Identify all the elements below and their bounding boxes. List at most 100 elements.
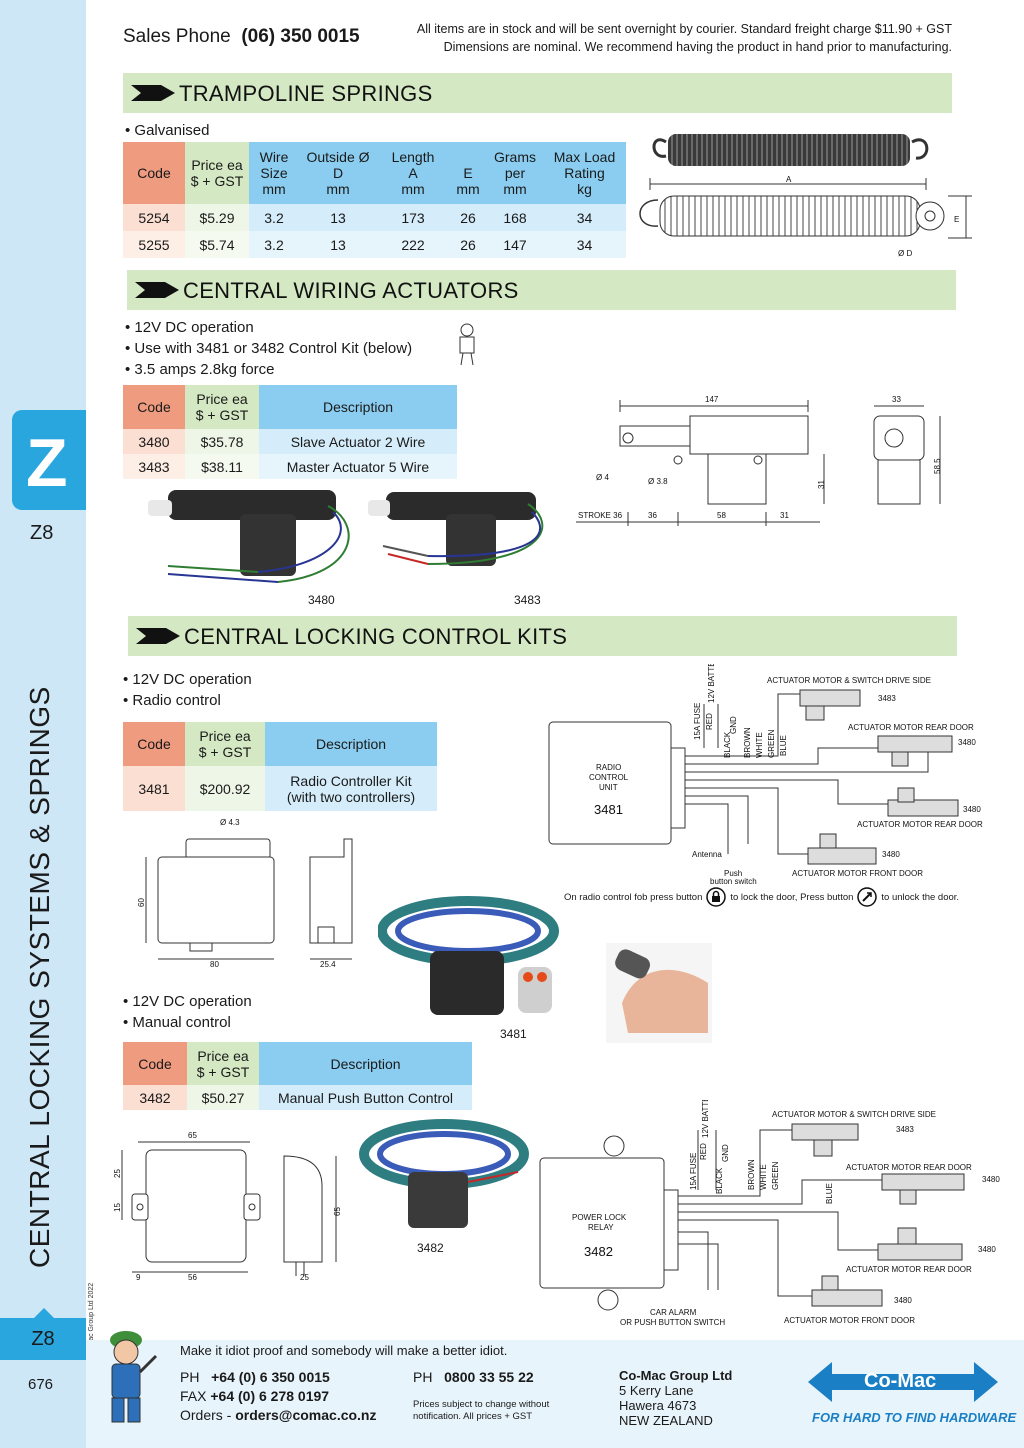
- motor-front-label: ACTUATOR MOTOR FRONT DOOR: [792, 869, 923, 878]
- unlock-icon: [857, 887, 878, 907]
- dim-56: 56: [188, 1273, 197, 1282]
- col-description: Description: [259, 385, 457, 429]
- alarm-label-1: CAR ALARM: [650, 1308, 697, 1317]
- actuators-title: CENTRAL WIRING ACTUATORS: [183, 278, 519, 303]
- cell-code: 5255: [123, 231, 185, 258]
- black-label: BLACK: [723, 731, 732, 758]
- address-line: NEW ZEALAND: [619, 1413, 713, 1428]
- cell-price: $5.74: [185, 231, 249, 258]
- cell-price: $50.27: [187, 1085, 259, 1110]
- col-code: Code: [123, 722, 185, 766]
- cell-length: 173: [377, 204, 449, 231]
- section-letter: Z: [26, 425, 68, 501]
- col-code: Code: [123, 142, 185, 204]
- dim-31: 31: [780, 511, 789, 520]
- photo-label-3483: 3483: [514, 593, 541, 607]
- dim-d4: Ø 4: [596, 473, 609, 482]
- orders-label: Orders -: [180, 1407, 232, 1423]
- motor-drive-code: 3483: [896, 1125, 914, 1134]
- cell-max: 34: [543, 204, 626, 231]
- dim-d: Ø D: [898, 249, 912, 258]
- prices-note-line: notification. All prices + GST: [413, 1411, 533, 1422]
- radio-unit-label-1: RADIO: [596, 763, 621, 772]
- push-label-1: Push: [724, 869, 742, 878]
- side-bar: [0, 0, 86, 1448]
- dim-25: 25: [113, 1169, 122, 1178]
- green-label: GREEN: [771, 1161, 780, 1190]
- dim-hole: Ø 4.3: [220, 818, 240, 827]
- notice-line: Dimensions are nominal. We recommend hav…: [443, 40, 952, 54]
- motor-rear2-label: ACTUATOR MOTOR REAR DOOR: [857, 820, 983, 829]
- cell-code: 5254: [123, 204, 185, 231]
- dim-h31: 31: [817, 480, 826, 489]
- dim-15: 15: [113, 1203, 122, 1212]
- ph2-number[interactable]: 0800 33 55 22: [444, 1369, 534, 1385]
- logo-tagline: FOR HARD TO FIND HARDWARE: [812, 1410, 1017, 1425]
- table-row: 3480 $35.78 Slave Actuator 2 Wire: [123, 429, 457, 454]
- antenna-label: Antenna: [692, 850, 722, 859]
- brown-label: BROWN: [747, 1159, 756, 1190]
- battery-label: 12V BATTERY: [701, 1100, 710, 1138]
- cell-price: $38.11: [185, 454, 259, 479]
- bullet-item: • 12V DC operation: [125, 319, 254, 336]
- cell-description: Radio Controller Kit(with two controller…: [265, 766, 437, 811]
- footer-freephone: PH 0800 33 55 22: [413, 1368, 534, 1387]
- section-code-bottom: Z8: [0, 1308, 86, 1360]
- instruction-text: to unlock the door.: [881, 891, 960, 903]
- bullet-item: • Manual control: [123, 1014, 231, 1031]
- orders-email-link[interactable]: orders@comac.co.nz: [235, 1407, 377, 1423]
- push-label-2: button switch: [710, 877, 757, 886]
- cell-price: $35.78: [185, 429, 259, 454]
- radio-unit-code: 3481: [594, 802, 623, 817]
- col-price: Price ea$ + GST: [185, 142, 249, 204]
- actuator-photos: [148, 490, 544, 583]
- dim-h65: 65: [333, 1207, 342, 1216]
- dim-60: 60: [137, 898, 146, 907]
- ph2-label: PH: [413, 1369, 433, 1385]
- dim-d38: Ø 3.8: [648, 477, 668, 486]
- red-label: RED: [699, 1143, 708, 1160]
- cell-code: 3480: [123, 429, 185, 454]
- cell-code: 3482: [123, 1085, 187, 1110]
- dim-147: 147: [705, 395, 719, 404]
- radio-unit-label-3: UNIT: [599, 783, 618, 792]
- cell-od: 13: [299, 204, 377, 231]
- motor-rear1-code: 3480: [958, 738, 976, 747]
- shipping-notice: All items are in stock and will be sent …: [382, 20, 952, 56]
- cell-description: Manual Push Button Control: [259, 1085, 472, 1110]
- bullet-item: • 12V DC operation: [123, 671, 252, 688]
- ph-number[interactable]: +64 (0) 6 350 0015: [211, 1369, 330, 1385]
- actuators-table: Code Price ea$ + GST Description 3480 $3…: [123, 385, 457, 479]
- vertical-section-title: CENTRAL LOCKING SYSTEMS & SPRINGS: [24, 686, 55, 1268]
- mascot-icon: [459, 323, 475, 366]
- cell-wire: 3.2: [249, 231, 299, 258]
- prices-note: Prices subject to change without notific…: [413, 1399, 549, 1423]
- ph-label: PH: [180, 1369, 200, 1385]
- table-header-row: Code Price ea$ + GST Description: [123, 1042, 472, 1085]
- fax-number: +64 (0) 6 278 0197: [210, 1388, 330, 1404]
- green-label: GREEN: [767, 729, 776, 758]
- manual-unit-dimension-drawing: 65 25 15 9 56 65 25: [113, 1131, 342, 1282]
- arrow-icon: [136, 628, 180, 644]
- control-kits-banner: CENTRAL LOCKING CONTROL KITS: [128, 616, 957, 656]
- col-code: Code: [123, 385, 185, 429]
- photo-label-3482: 3482: [417, 1241, 444, 1255]
- bullet-item: • Radio control: [123, 692, 221, 709]
- table-header-row: Code Price ea$ + GST Description: [123, 722, 437, 766]
- dim-33: 33: [892, 395, 901, 404]
- bullet-item: • Use with 3481 or 3482 Control Kit (bel…: [125, 340, 413, 357]
- notice-line: All items are in stock and will be sent …: [416, 22, 952, 36]
- prices-note-line: Prices subject to change without: [413, 1399, 550, 1410]
- cell-grams: 147: [487, 231, 543, 258]
- gnd-label: GND: [721, 1144, 730, 1162]
- cell-max: 34: [543, 231, 626, 258]
- address-line: Hawera 4673: [619, 1398, 697, 1413]
- table-header-row: Code Price ea$ + GST Description: [123, 385, 457, 429]
- dim-25-4: 25.4: [320, 960, 336, 969]
- cell-description: Master Actuator 5 Wire: [259, 454, 457, 479]
